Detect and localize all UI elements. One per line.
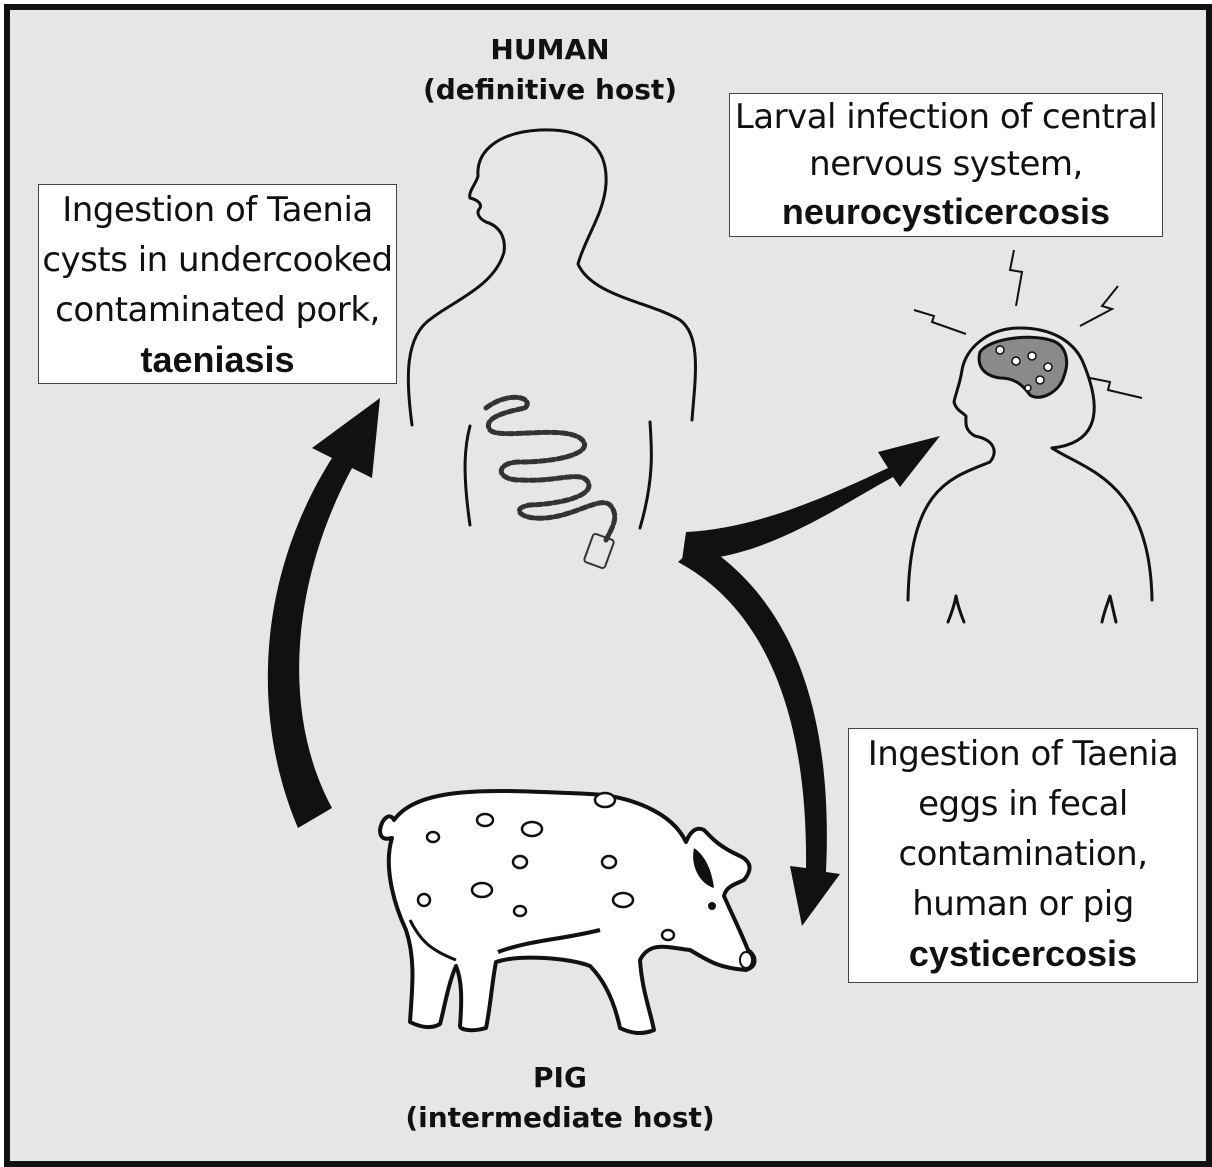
neurocysticercosis-box: Larval infection of central nervous syst… <box>729 93 1163 237</box>
pig-title: PIG <box>400 1058 720 1098</box>
infected-brain-icon <box>979 337 1067 397</box>
tapeworm-icon <box>486 397 615 540</box>
human-title: HUMAN <box>390 30 710 70</box>
taeniasis-line-2: cysts in undercooked <box>39 235 396 285</box>
taeniasis-line-1: Ingestion of Taenia <box>39 185 396 235</box>
cysticercosis-term: cysticercosis <box>849 929 1197 979</box>
arrow-human-to-brain <box>682 436 940 560</box>
neuro-line-1: Larval infection of central <box>730 94 1162 141</box>
arrow-pig-to-human <box>268 398 380 828</box>
cysticercosis-line-4: human or pig <box>849 879 1197 929</box>
pig-host-label: PIG (intermediate host) <box>400 1058 720 1138</box>
neuro-line-2: nervous system, <box>730 141 1162 188</box>
human-subtitle: (definitive host) <box>390 70 710 110</box>
human-host-label: HUMAN (definitive host) <box>390 30 710 110</box>
proglottid-icon <box>584 533 615 569</box>
taeniasis-term: taeniasis <box>39 335 396 385</box>
pig-icon <box>380 791 755 1033</box>
taeniasis-line-3: contaminated pork, <box>39 285 396 335</box>
pig-subtitle: (intermediate host) <box>400 1098 720 1138</box>
cysticercosis-box: Ingestion of Taenia eggs in fecal contam… <box>848 728 1198 983</box>
human-figure-icon <box>408 130 695 528</box>
cysticercosis-line-2: eggs in fecal <box>849 779 1197 829</box>
neuro-term: neurocysticercosis <box>730 188 1162 235</box>
cysticercosis-line-3: contamination, <box>849 829 1197 879</box>
taeniasis-box: Ingestion of Taenia cysts in undercooked… <box>38 184 397 384</box>
cysticercosis-line-1: Ingestion of Taenia <box>849 729 1197 779</box>
